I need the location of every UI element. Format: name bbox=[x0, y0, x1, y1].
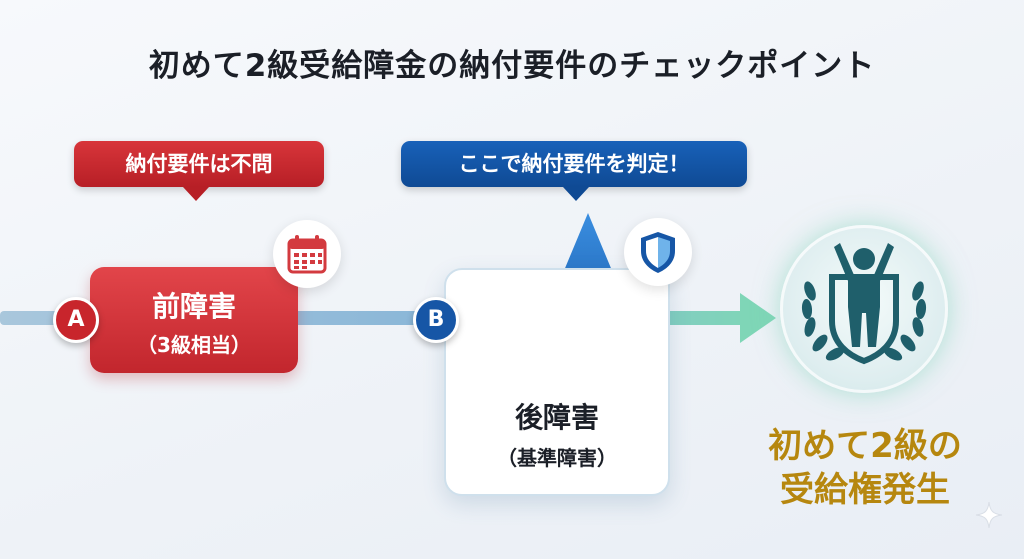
later-disability-name: 後障害 bbox=[514, 401, 599, 434]
callout-tail-blue bbox=[563, 187, 589, 201]
previous-disability-name: 前障害 bbox=[151, 290, 236, 323]
later-disability-detail: （基準障害） bbox=[497, 446, 617, 470]
previous-disability-detail: （3級相当） bbox=[137, 333, 251, 357]
result-line2: 受給権発生 bbox=[780, 470, 950, 510]
callout-tail-red bbox=[183, 187, 209, 201]
result-text: 初めて2級の 受給権発生 bbox=[740, 424, 990, 512]
calendar-icon-circle bbox=[273, 220, 341, 288]
page-title: 初めて2級受給障金の納付要件のチェックポイント bbox=[148, 48, 876, 84]
callout-not-required: 納付要件は不問 bbox=[74, 141, 324, 187]
previous-disability-box: 前障害 （3級相当） bbox=[90, 267, 298, 373]
shield-icon-circle bbox=[624, 218, 692, 286]
badge-a: A bbox=[53, 297, 99, 343]
sparkle-icon bbox=[975, 501, 1003, 529]
result-circle bbox=[780, 225, 948, 393]
calendar-icon bbox=[287, 235, 327, 274]
shield-icon bbox=[641, 232, 675, 273]
result-arrow-head bbox=[740, 293, 776, 343]
callout-judge-here: ここで納付要件を判定！ bbox=[401, 141, 747, 187]
result-line1: 初めて2級の bbox=[768, 426, 962, 466]
later-disability-box: 後障害 （基準障害） bbox=[444, 268, 670, 496]
badge-b: B bbox=[413, 297, 459, 343]
person-laurel-icon bbox=[801, 243, 927, 365]
